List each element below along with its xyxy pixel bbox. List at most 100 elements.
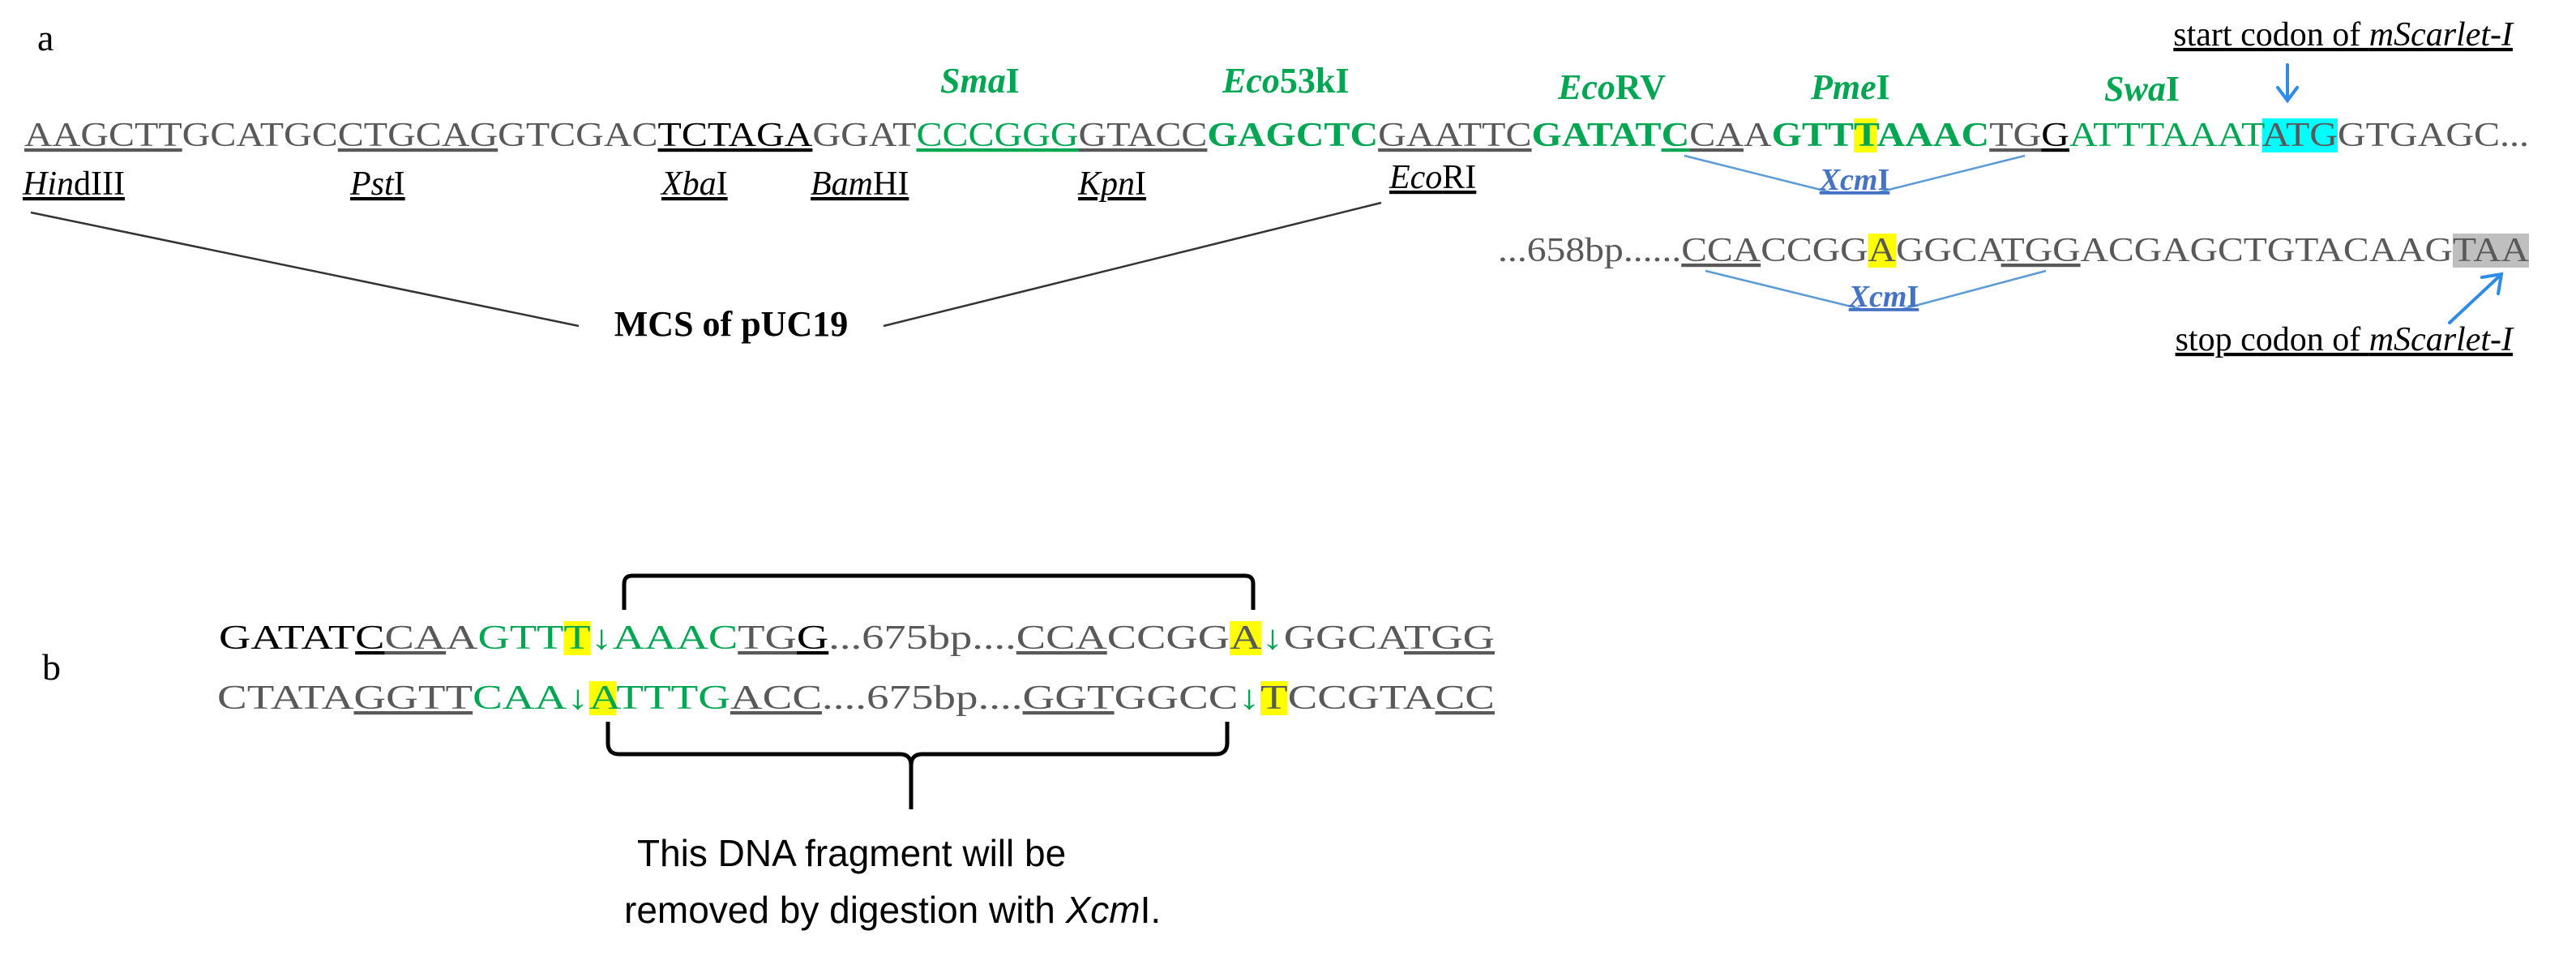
stop-codon-arrow	[2448, 272, 2504, 324]
mcs-label: MCS of pUC19	[614, 304, 848, 344]
enzyme-label: KpnI	[1077, 165, 1146, 203]
start-codon-arrow	[2276, 63, 2299, 104]
sequence-segment: GAATTC	[1378, 117, 1531, 154]
xcmi-bracket-bottom	[1705, 269, 2047, 311]
sequence-highlight	[1854, 118, 1877, 152]
sequence-segment: GCATGC	[182, 117, 338, 154]
enzyme-label: Eco53kI	[1222, 61, 1349, 101]
sequence-segment: A	[1744, 117, 1772, 154]
enzyme-labels-above: SmaI Eco53kI EcoRV PmeI SwaI	[940, 61, 2180, 109]
sequence-segment: ↓	[567, 680, 589, 717]
note-line-1: This DNA fragment will be	[637, 832, 1066, 874]
sequence-segment: GGTT	[353, 680, 473, 717]
xcmi-label-bottom: XcmI	[1848, 280, 1919, 314]
fragment-bracket-top	[622, 573, 1256, 610]
sequence-segment: ↓	[1238, 680, 1260, 717]
sequence-highlight	[588, 681, 617, 715]
enzyme-label: PmeI	[1810, 67, 1890, 107]
sequence-segment: TAA	[2453, 232, 2530, 269]
sequence-segment: GGCC	[1115, 680, 1239, 717]
sequence-segment: CCGTA	[1288, 680, 1436, 717]
sequence-segment: ACC	[730, 680, 822, 717]
sequence-segment: CCA	[1016, 620, 1108, 657]
sequence-segment: GTCGAC	[498, 117, 657, 154]
sequence-segment: CAA	[473, 680, 567, 717]
sequence-highlight	[1868, 234, 1896, 268]
sequence-segment: ...675bp....	[828, 620, 1016, 657]
xcmi-bracket-top	[1684, 154, 2026, 195]
sequence-segment: GAGCTC	[1207, 117, 1378, 154]
sequence-segment: GTT	[1772, 117, 1854, 154]
sequence-highlight	[1260, 681, 1288, 715]
enzyme-label: XbaI	[660, 165, 728, 203]
sequence-segment: GATAT	[219, 620, 355, 657]
sequence-segment: CA	[1689, 117, 1744, 154]
start-codon-label: start codon of mScarlet-I	[2173, 16, 2514, 54]
enzyme-label: EcoRI	[1389, 159, 1476, 196]
sequence-highlight	[563, 621, 591, 655]
note-line-2: removed by digestion with XcmI.	[624, 889, 1161, 931]
sequence-segment: ACGAGCTGTACAAG	[2081, 232, 2453, 269]
sequence-segment: CC	[1436, 680, 1495, 717]
sequence-segment: ATTTAAAT	[2069, 117, 2265, 154]
sequence-segment: TG	[1989, 117, 2041, 154]
enzyme-labels-below: HindIII PstI XbaI BamHI KpnI EcoRI	[22, 159, 1476, 203]
sequence-segment: CCA	[1681, 232, 1761, 269]
fragment-brace-bottom	[605, 722, 1230, 809]
sequence-segment: ....675bp....	[822, 680, 1023, 717]
sequence-segment: TGG	[1404, 620, 1495, 657]
sequence-segment: AAGCTT	[24, 117, 182, 154]
sequence-segment: G	[2041, 117, 2069, 154]
sequence-segment: CCCGGG	[916, 117, 1078, 154]
sequence-segment: C	[1662, 117, 1690, 154]
sequence-segment: ↓	[1261, 620, 1283, 657]
sequence-segment: GTACC	[1079, 117, 1208, 154]
sequence-segment: TGG	[2001, 232, 2081, 269]
sequence-segment: T	[1260, 680, 1288, 717]
sequence-segment: GATAT	[1532, 117, 1662, 154]
xcmi-label-top: XcmI	[1819, 163, 1890, 197]
panel-b-label: b	[42, 646, 61, 688]
sequence-segment: TTTG	[616, 680, 730, 717]
sequence-segment: GGCA	[1284, 620, 1410, 657]
sequence-segment: T	[1854, 117, 1880, 154]
enzyme-label: PstI	[349, 165, 405, 203]
mcs-bracket-lines	[30, 201, 1382, 328]
sequence-segment: A	[1230, 620, 1262, 657]
sequence-segment: CCGG	[1107, 620, 1230, 657]
sequence-highlight	[2261, 118, 2338, 152]
panel-a-label: a	[37, 17, 53, 58]
sequence-segment: GGAT	[812, 117, 916, 154]
sequence-segment: ...658bp......	[1498, 232, 1681, 269]
enzyme-label: SwaI	[2104, 69, 2180, 109]
sequence-segment: CTGCAG	[338, 117, 498, 154]
sequence-highlight	[2452, 234, 2530, 268]
enzyme-label: BamHI	[811, 165, 909, 203]
sequence-segment: AAAC	[1877, 117, 1990, 154]
sequence-segment: A	[1868, 232, 1897, 269]
sequence-segment: TCTAGA	[658, 117, 814, 154]
sequence-segment: GTGAGC...	[2338, 117, 2529, 154]
sequence-segment: CCGG	[1761, 232, 1868, 269]
sequence-segment: GTT	[478, 620, 564, 657]
sequence-segment: ATG	[2262, 117, 2338, 154]
enzyme-label: HindIII	[22, 165, 125, 203]
sequence-segment: CTATA	[217, 680, 354, 717]
sequence-segment: GGT	[1023, 680, 1115, 717]
enzyme-label: SmaI	[940, 61, 1020, 101]
stop-codon-label: stop codon of mScarlet-I	[2176, 321, 2514, 358]
sequence-segment: G	[797, 620, 828, 657]
enzyme-label: EcoRV	[1557, 67, 1666, 107]
sequence-segment: GGCA	[1896, 232, 2006, 269]
sequence-segment: A	[446, 620, 478, 657]
sequence-highlight	[1230, 621, 1262, 655]
sequence-segment: T	[563, 620, 590, 657]
sequence-segment: CA	[384, 620, 447, 657]
sequence-segment: AAAC	[613, 620, 738, 657]
sequence-segment: ↓	[591, 620, 613, 657]
